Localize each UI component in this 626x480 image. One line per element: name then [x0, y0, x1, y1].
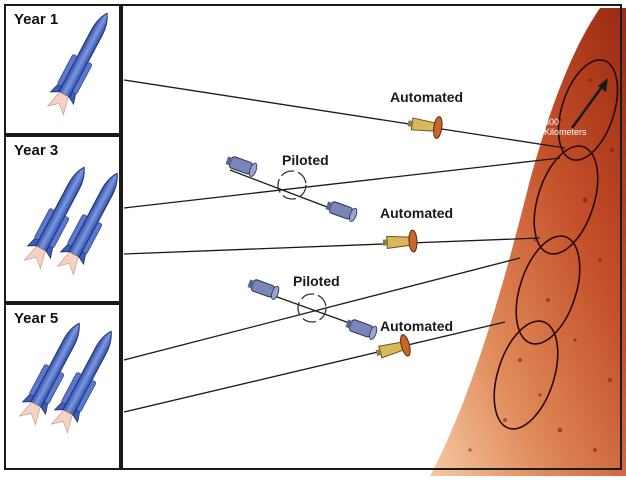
- piloted-orbit-1: [277, 170, 307, 200]
- distance-value: 300: [544, 117, 560, 127]
- panel-year3: Year 3: [4, 135, 121, 303]
- distance-arrow: [570, 83, 606, 129]
- automated-label-2: Automated: [380, 205, 454, 221]
- panel-year5-label: Year 5: [14, 310, 59, 327]
- automated-label-3: Automated: [380, 318, 454, 334]
- panel-year5: Year 5: [4, 303, 121, 470]
- distance-unit: Kilometers: [544, 127, 587, 137]
- scene-frame: [121, 4, 622, 470]
- piloted-label-2: Piloted: [293, 273, 340, 289]
- piloted-label-1: Piloted: [282, 152, 329, 168]
- planet-surface: [430, 8, 626, 476]
- planet-texture: [468, 78, 614, 452]
- distance-arrowhead: [598, 78, 608, 92]
- automated-label-1: Automated: [390, 89, 464, 105]
- panel-year1-label: Year 1: [14, 11, 59, 28]
- panel-year3-label: Year 3: [14, 142, 59, 159]
- distance-label: 300 Kilometers: [544, 117, 587, 137]
- panel-year1: Year 1: [4, 4, 121, 135]
- piloted-orbit-2: [297, 293, 327, 323]
- landing-sites: [493, 59, 619, 430]
- trajectories: [123, 79, 566, 413]
